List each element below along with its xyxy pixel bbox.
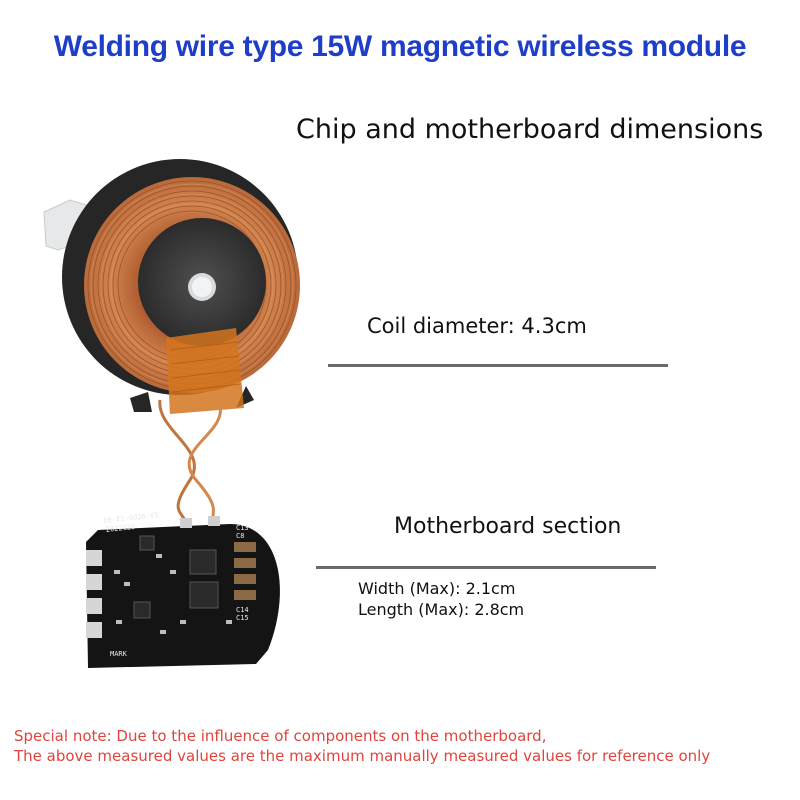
motherboard-divider bbox=[316, 566, 656, 569]
motherboard-width: Width (Max): 2.1cm bbox=[358, 579, 516, 598]
kapton-tape bbox=[166, 328, 244, 414]
coil-diameter-label: Coil diameter: 4.3cm bbox=[367, 314, 587, 338]
pcb-c14-text: C14 bbox=[236, 606, 249, 614]
motherboard-section-label: Motherboard section bbox=[394, 514, 622, 539]
special-note: Special note: Due to the influence of co… bbox=[14, 726, 710, 766]
pcb-c13-text: C13 bbox=[236, 524, 249, 532]
pcb-mark-text: MARK bbox=[110, 650, 128, 658]
special-note-line-1: Special note: Due to the influence of co… bbox=[14, 727, 547, 745]
pcb-c15-text: C15 bbox=[236, 614, 249, 622]
product-photo: DE-F1-0026-V3 2022120 MARK C13 C8 C14 C1… bbox=[43, 159, 300, 668]
special-note-line-2: The above measured values are the maximu… bbox=[14, 747, 711, 765]
pcb-c8-text: C8 bbox=[236, 532, 244, 540]
coil-divider bbox=[328, 364, 668, 367]
page-title: Welding wire type 15W magnetic wireless … bbox=[53, 30, 747, 63]
pcb-board: DE-F1-0026-V3 2022120 MARK C13 C8 C14 C1… bbox=[86, 511, 280, 668]
pcb-date-text: 2022120 bbox=[105, 523, 135, 534]
lead-wires bbox=[158, 399, 222, 523]
section-subtitle: Chip and motherboard dimensions bbox=[296, 114, 764, 145]
motherboard-dimensions: Width (Max): 2.1cm Length (Max): 2.8cm bbox=[358, 578, 524, 620]
copper-coil bbox=[84, 177, 300, 393]
motherboard-length: Length (Max): 2.8cm bbox=[358, 600, 525, 619]
